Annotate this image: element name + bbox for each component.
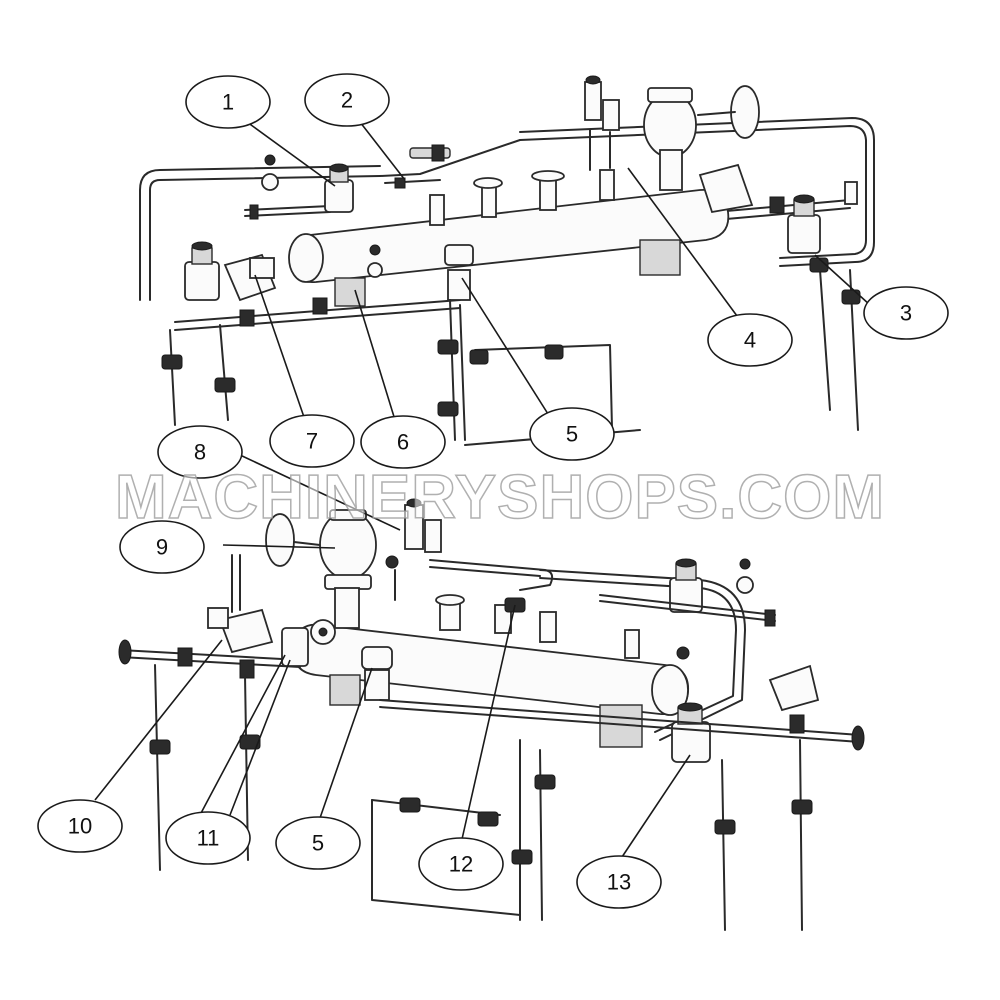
callout-label: 12 [449, 852, 473, 877]
callout-label: 5 [566, 422, 578, 447]
pressure-regulator-1 [261, 154, 354, 213]
callout-1: 1 [185, 75, 271, 129]
main-vessel-top [288, 189, 730, 307]
frame-pipe-right-outer [519, 117, 875, 267]
callout-label: 1 [222, 90, 234, 115]
pressure-gauge-top [367, 244, 474, 301]
pressure-regulator-13 [671, 702, 711, 763]
callout-label: 4 [744, 328, 756, 353]
callout-4: 4 [707, 313, 793, 367]
callout-label: 11 [197, 826, 220, 851]
strainer-bottom-left [207, 607, 274, 654]
callout-3: 3 [863, 286, 949, 340]
callout-5-bottom: 5 [275, 816, 361, 870]
pressure-regulator-3 [787, 194, 821, 254]
callout-label: 10 [68, 814, 92, 839]
top-assembly [139, 75, 875, 446]
callout-label: 8 [194, 440, 206, 465]
safety-relief-valve-top [584, 75, 620, 171]
callout-label: 6 [397, 430, 409, 455]
main-gate-valve [643, 85, 760, 191]
pressure-regulator-11 [281, 619, 336, 667]
strainer-top-right [698, 163, 754, 214]
bottom-assembly [118, 498, 865, 931]
main-gate-valve-bottom [265, 509, 377, 629]
callouts: 1 2 3 4 5 6 7 8 9 10 11 5 12 13 [37, 73, 949, 909]
callout-label: 13 [607, 870, 631, 895]
vessel-support [639, 239, 681, 276]
callout-label: 5 [312, 831, 324, 856]
callout-13: 13 [576, 855, 662, 909]
callout-2: 2 [304, 73, 390, 127]
leader-lines [94, 121, 871, 861]
callout-5-top: 5 [529, 407, 615, 461]
callout-6: 6 [360, 415, 446, 469]
pressure-regulator-left [184, 241, 220, 301]
callout-label: 3 [900, 301, 912, 326]
frame-pipe-right [519, 125, 867, 259]
callout-9: 9 [119, 520, 205, 574]
callout-12: 12 [418, 837, 504, 891]
callout-label: 9 [156, 535, 168, 560]
callout-11: 11 [165, 811, 251, 865]
frame-pipe-left-outer [139, 165, 381, 301]
safety-relief-valve-bottom [385, 498, 442, 601]
strainer-top-left [223, 253, 277, 302]
callout-8: 8 [157, 425, 243, 479]
strainer-bottom-right [768, 664, 820, 712]
callout-7: 7 [269, 414, 355, 468]
frame-pipe-left [149, 175, 381, 301]
callout-10: 10 [37, 799, 123, 853]
callout-label: 2 [341, 88, 353, 113]
callout-label: 7 [306, 429, 318, 454]
